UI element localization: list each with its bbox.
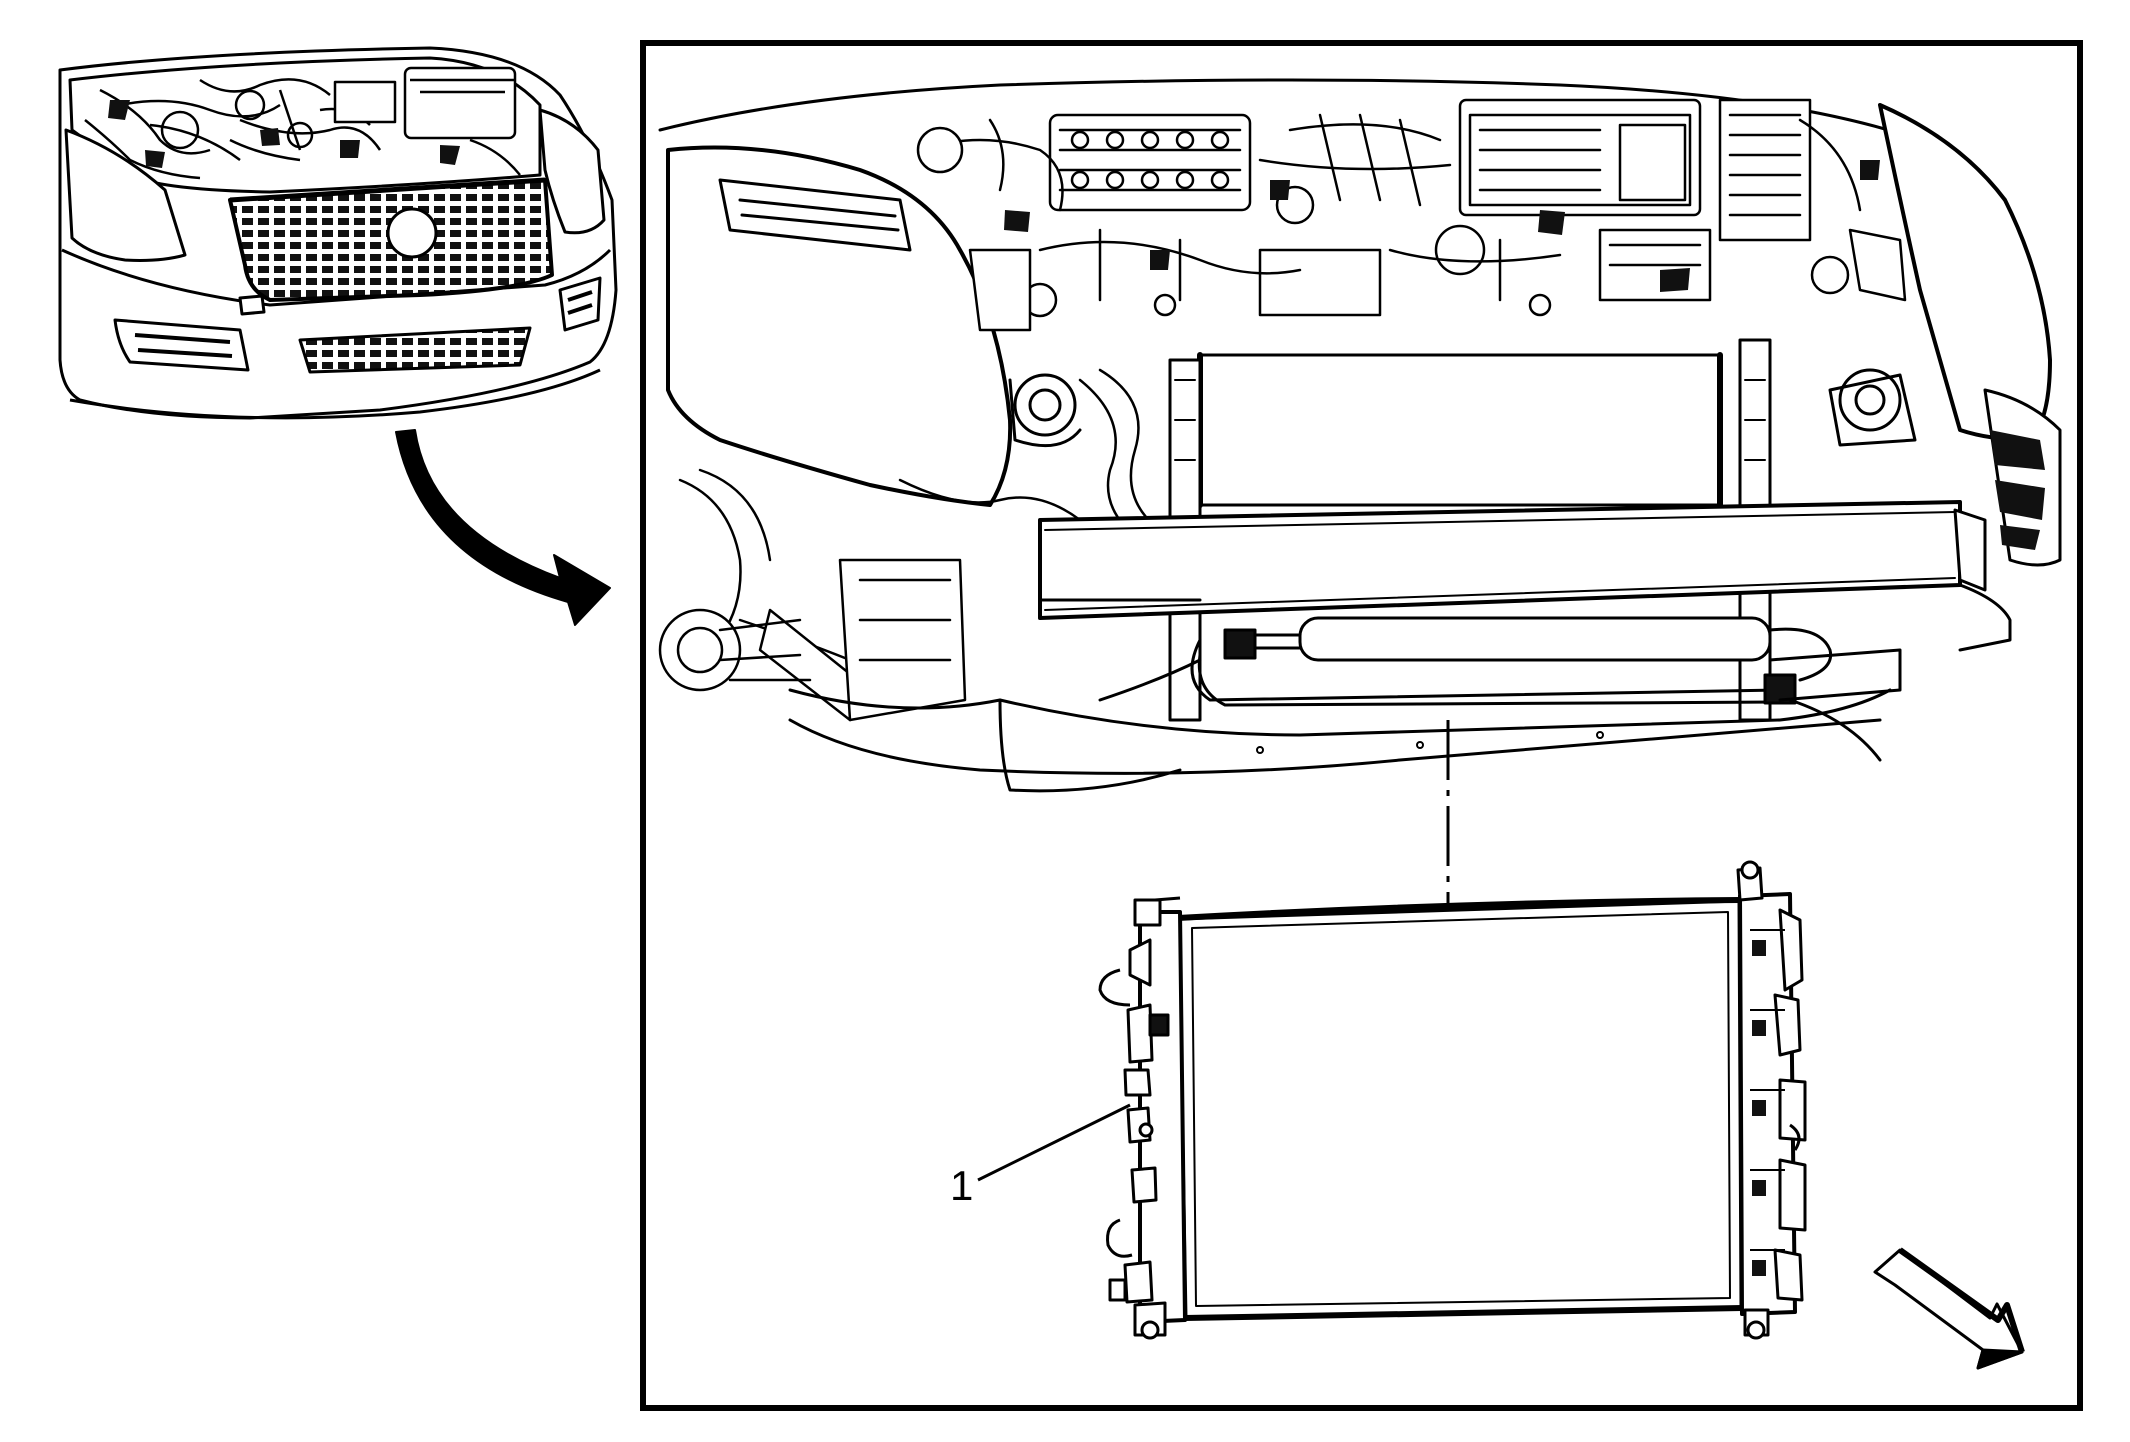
callout-1: 1 [950, 1103, 1131, 1209]
vehicle-front-end-detail [658, 78, 2062, 793]
curved-arrow-icon [395, 429, 611, 626]
callout-1-label: 1 [950, 1162, 973, 1209]
radiator-assembly [1098, 860, 1807, 1340]
callout-1-leader [977, 1103, 1131, 1182]
locator-vehicle-view [58, 46, 618, 420]
forward-direction-arrow-icon [1873, 1247, 2025, 1370]
